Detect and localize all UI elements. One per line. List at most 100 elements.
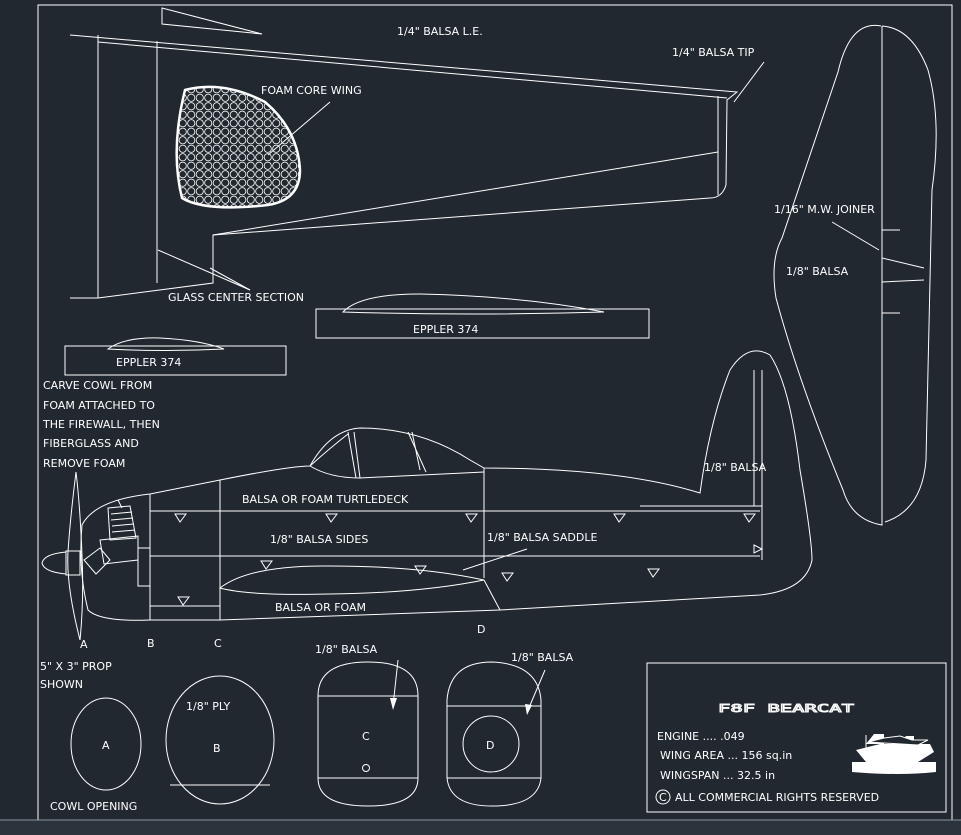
illus-aircraft — [867, 735, 929, 746]
former-a: A COWL OPENING — [50, 697, 142, 813]
wing-area-spec: WING AREA ... 156 sq.in — [660, 749, 792, 762]
rights-text: ALL COMMERCIAL RIGHTS RESERVED — [675, 791, 879, 804]
wing-tip-joint-line — [212, 151, 719, 236]
former-d-leader-arrow — [525, 704, 532, 715]
airfoil-main-shape — [341, 293, 605, 315]
illus-water — [852, 762, 936, 774]
wing-le-inner-line — [97, 41, 728, 99]
engine-fins — [110, 499, 136, 533]
turtledeck-label: BALSA OR FOAM TURTLEDECK — [242, 493, 409, 506]
engine-backplate — [137, 547, 151, 587]
fuselage-outline — [80, 350, 813, 621]
airfoil-small-box — [64, 345, 287, 376]
canopy-frame-3 — [407, 431, 427, 473]
former-c-hole — [362, 764, 370, 772]
tip-label: 1/4" BALSA TIP — [672, 46, 755, 59]
foam-core-label: FOAM CORE WING — [261, 84, 362, 97]
stabilizer-plan-view: 1/16" M.W. JOINER 1/8" BALSA — [773, 24, 937, 526]
airplane-illustration — [852, 734, 936, 774]
sheet-bottom-edge — [0, 820, 961, 835]
title-block-frame — [646, 662, 947, 813]
former-d: D 1/8" BALSA — [446, 651, 574, 807]
center-section-leader-2 — [209, 267, 251, 291]
canopy-frame-4 — [411, 431, 421, 471]
cowl-note: CARVE COWL FROM FOAM ATTACHED TO THE FIR… — [42, 379, 160, 470]
engine-mount — [83, 547, 111, 575]
copyright-circle — [655, 789, 671, 805]
joiner-bracket-upper — [881, 229, 925, 269]
copyright-symbol: C — [659, 791, 667, 804]
airfoil-main-box — [315, 308, 650, 339]
canopy-rear — [309, 433, 349, 467]
wing-saddle-shape — [218, 565, 485, 595]
wing-plan-view: FOAM CORE WING 1/4" BALSA L.E. 1/4" BALS… — [69, 7, 765, 304]
rib-markers — [174, 513, 764, 606]
cowl-note-line-1: CARVE COWL FROM — [43, 379, 152, 392]
engine-spec: ENGINE .... .049 — [657, 730, 745, 743]
stabilizer-right-edge — [881, 25, 937, 523]
cowl-note-line-3: THE FIREWALL, THEN — [42, 418, 160, 431]
airfoil-section-small: EPPLER 374 — [64, 337, 287, 376]
saddle-leader — [462, 548, 528, 571]
station-c-label: C — [214, 637, 222, 650]
station-d-label: D — [477, 623, 485, 636]
canopy-frame-2 — [353, 431, 361, 479]
foam-core-patch — [175, 85, 302, 209]
stabilizer-outline — [773, 24, 883, 526]
fin-material-label: 1/8" BALSA — [704, 461, 767, 474]
airfoil-main-label: EPPLER 374 — [413, 323, 478, 336]
former-b-letter: B — [213, 742, 221, 755]
canopy-frame-1 — [347, 431, 357, 479]
propeller — [67, 471, 84, 641]
cowl-note-line-5: REMOVE FOAM — [43, 457, 125, 470]
joiner-leader — [831, 221, 880, 251]
propeller-hub — [65, 550, 81, 576]
fuselage-side-view: 1/8" BALSA BALSA OR FOAM TURTLEDECK 1/8"… — [40, 350, 813, 691]
former-a-caption: COWL OPENING — [50, 800, 137, 813]
wingspan-spec: WINGSPAN ... 32.5 in — [660, 769, 775, 782]
station-b-label: B — [147, 637, 155, 650]
former-c-label: 1/8" BALSA — [315, 643, 378, 656]
former-b: B 1/8" PLY — [165, 675, 275, 805]
former-d-label: 1/8" BALSA — [511, 651, 574, 664]
center-section-leader-1 — [157, 249, 251, 291]
former-d-letter: D — [486, 739, 494, 752]
prop-note-line-2: SHOWN — [40, 678, 83, 691]
airfoil-section-main: EPPLER 374 — [315, 293, 650, 339]
former-c: C 1/8" BALSA — [315, 643, 419, 807]
former-d-leader — [527, 669, 546, 711]
cowl-note-line-4: FIBERGLASS AND — [43, 437, 139, 450]
cowl-note-line-2: FOAM ATTACHED TO — [43, 399, 155, 412]
title-block: F8F BEARCAT ENGINE .... .049 WING AREA .… — [646, 662, 947, 813]
sides-label: 1/8" BALSA SIDES — [270, 533, 368, 546]
former-a-outline — [70, 697, 142, 791]
former-b-label: 1/8" PLY — [186, 700, 231, 713]
wing-outline — [69, 34, 739, 299]
former-c-letter: C — [362, 730, 370, 743]
center-section-label: GLASS CENTER SECTION — [168, 291, 304, 304]
tip-leader — [733, 61, 765, 103]
stabilizer-material-label: 1/8" BALSA — [786, 265, 849, 278]
station-a-label: A — [80, 638, 88, 651]
canopy-base — [309, 465, 485, 479]
former-c-leader-arrow — [390, 698, 397, 710]
illus-hull — [856, 744, 934, 762]
title-text: F8F BEARCAT — [718, 702, 855, 715]
airfoil-small-label: EPPLER 374 — [116, 356, 181, 369]
former-b-outline — [165, 675, 275, 805]
joiner-label: 1/16" M.W. JOINER — [774, 203, 875, 216]
leading-edge-label: 1/4" BALSA L.E. — [397, 25, 483, 38]
station-d-lower-line — [483, 579, 501, 611]
former-a-letter: A — [102, 739, 110, 752]
joiner-bracket-lower — [881, 279, 925, 314]
wing-tip-wedge — [161, 7, 263, 35]
saddle-label: 1/8" BALSA SADDLE — [487, 531, 597, 544]
airfoil-small-shape — [106, 337, 225, 351]
engine-head — [107, 505, 137, 541]
former-d-hole — [462, 715, 520, 773]
bottom-label: BALSA OR FOAM — [275, 601, 366, 614]
spinner — [41, 551, 67, 575]
prop-note-line-1: 5" X 3" PROP — [40, 660, 112, 673]
